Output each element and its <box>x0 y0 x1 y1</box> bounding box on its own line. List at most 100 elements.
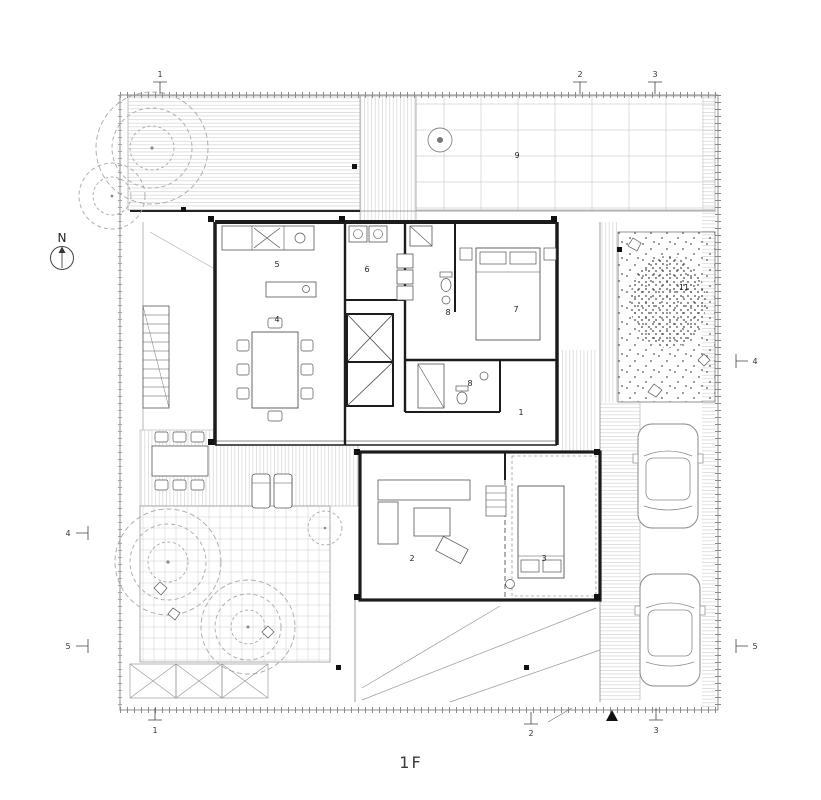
room-4-label: 4 <box>274 315 279 324</box>
cars <box>632 423 706 687</box>
chair <box>172 479 187 491</box>
gravel-dense-cluster <box>630 256 706 348</box>
section-marker-right-4: 4 <box>735 354 758 368</box>
sink-icon <box>441 295 451 305</box>
chair <box>172 431 187 443</box>
room-labels: 1 2 3 4 5 6 7 8 8 9 <box>274 151 546 563</box>
section-marker-bottom-1: 1 <box>148 708 162 735</box>
svg-text:5: 5 <box>752 642 757 651</box>
tree-mid-small <box>307 510 343 546</box>
pillow <box>520 559 540 573</box>
svg-text:5: 5 <box>65 642 70 651</box>
svg-text:1: 1 <box>157 70 162 79</box>
pergola-x-boxes <box>129 663 269 699</box>
side-table <box>505 579 515 589</box>
svg-text:2: 2 <box>528 729 533 738</box>
tree-courtyard <box>427 127 453 153</box>
garden-rock <box>627 237 642 252</box>
section-marker-top-1: 1 <box>153 70 167 94</box>
sink-icon <box>479 371 489 381</box>
dining-table <box>251 331 299 409</box>
cushion <box>435 535 469 565</box>
section-marker-bottom-3: 3 <box>649 708 663 735</box>
tree-top-left-small <box>78 162 146 230</box>
room-1-label: 1 <box>518 408 523 417</box>
east-porch <box>560 350 598 455</box>
room-3-label: 3 <box>541 554 546 563</box>
terrace-pavers <box>139 505 331 663</box>
car-2 <box>634 573 706 687</box>
kitchen-fixtures <box>221 225 317 298</box>
chair <box>154 479 169 491</box>
section-marker-left-4: 4 <box>65 526 89 540</box>
section-marker-bottom-2: 2 <box>524 712 538 738</box>
internal-stair <box>485 485 507 517</box>
closet-dashed-outline <box>511 455 597 597</box>
room-2-label: 2 <box>409 554 414 563</box>
pillow <box>509 251 537 265</box>
chair <box>154 431 169 443</box>
lounge-chair <box>273 473 293 509</box>
tree-bottom-left-second <box>200 579 296 675</box>
room-8a-label: 8 <box>445 308 450 317</box>
chair <box>236 339 250 352</box>
dining-furniture <box>236 317 314 422</box>
utility-fixtures <box>348 225 414 301</box>
section-markers: 1 2 3 1 2 3 4 5 <box>65 70 757 738</box>
chair <box>267 410 283 422</box>
chair <box>236 363 250 376</box>
chair <box>190 479 205 491</box>
bath-b-fixtures <box>417 363 489 409</box>
outdoor-table <box>151 445 209 477</box>
svg-text:2: 2 <box>577 70 582 79</box>
chair <box>267 317 283 329</box>
garden-rock <box>697 353 711 367</box>
side-walkway-upper <box>600 222 618 402</box>
garden-rock <box>647 383 663 398</box>
tiled-courtyard <box>415 95 716 211</box>
terrace-details <box>129 581 275 699</box>
top-deck <box>127 95 361 211</box>
exterior-stair <box>142 222 214 430</box>
room-6-label: 6 <box>364 265 369 274</box>
section-marker-right-5: 5 <box>735 639 758 653</box>
site-boundary <box>118 92 721 713</box>
tree-top-left-large <box>95 91 209 205</box>
chair <box>190 431 205 443</box>
car-1 <box>632 423 704 529</box>
pillow <box>542 559 562 573</box>
north-needle-icon <box>58 246 66 253</box>
shaft <box>346 313 394 407</box>
room-8b-label: 8 <box>467 379 472 388</box>
north-label: N <box>58 231 67 245</box>
kitchen-sink-icon <box>294 232 306 244</box>
entry-walk <box>359 95 417 223</box>
section-marker-top-3: 3 <box>648 70 662 94</box>
columns <box>181 164 622 670</box>
cooktop-icon <box>253 227 281 249</box>
toilet-icon <box>440 278 452 292</box>
lounge-chair <box>251 473 271 509</box>
room-7-label: 7 <box>513 305 518 314</box>
room-9-label: 9 <box>514 151 519 160</box>
nightstand <box>543 247 557 261</box>
bath-a-fixtures <box>409 225 453 305</box>
garden-rock <box>261 625 275 639</box>
trees <box>78 91 453 675</box>
nightstand <box>459 247 473 261</box>
north-arrow: N <box>50 231 74 270</box>
tree-bottom-left-large <box>114 508 222 616</box>
section-marker-top-2: 2 <box>573 70 587 94</box>
svg-text:1: 1 <box>152 726 157 735</box>
gravel-garden: 11 <box>617 231 716 403</box>
svg-text:3: 3 <box>653 726 658 735</box>
svg-text:3: 3 <box>652 70 657 79</box>
chair <box>236 387 250 400</box>
bedroom1-furniture <box>459 247 557 341</box>
living-furniture <box>377 479 471 565</box>
driveway <box>354 600 618 723</box>
sofa <box>377 479 471 501</box>
chair <box>300 339 314 352</box>
entrance-arrow-icon <box>606 710 618 721</box>
